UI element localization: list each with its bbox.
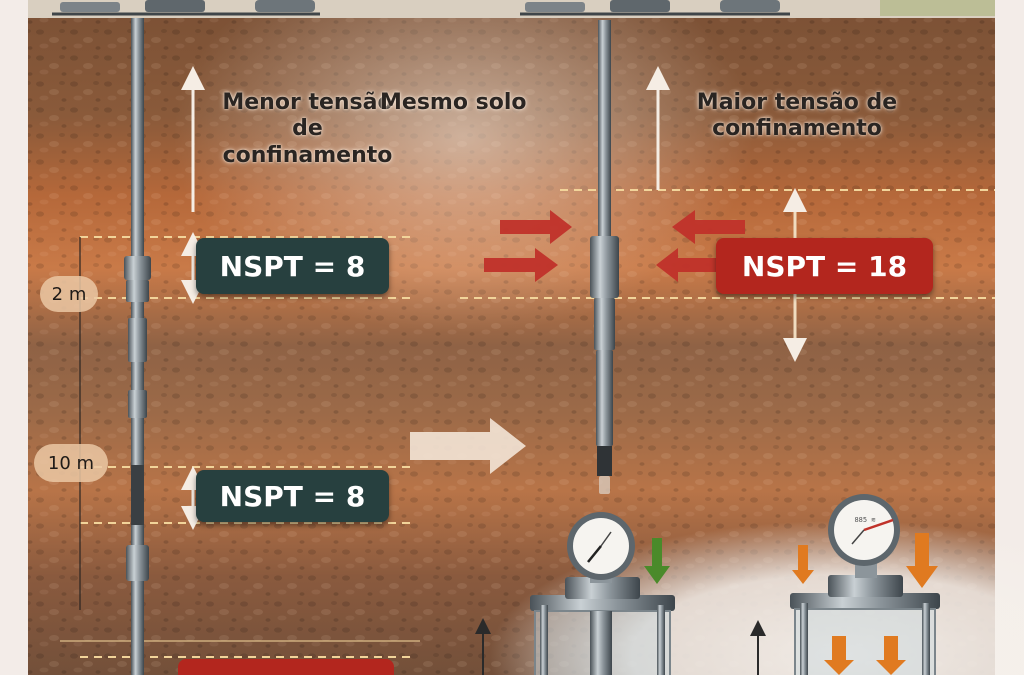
- nspt-badge-left-lower: NSPT = 8: [196, 470, 389, 522]
- drill-rig-left-icon: [52, 0, 320, 16]
- pressure-gauge-left-icon: [567, 512, 635, 580]
- depth-label-10m: 10 m: [34, 444, 108, 482]
- triaxial-cell-right-icon: [790, 560, 940, 675]
- right-heading: Maior tensão de confinamento: [696, 90, 898, 142]
- drill-rod-left-icon: [124, 18, 151, 675]
- depth-label-2m: 2 m: [40, 276, 98, 312]
- nspt-badge-bottom-partial: [178, 659, 394, 675]
- pressure-gauge-right-icon: [828, 494, 900, 566]
- center-heading: Mesmo solo: [380, 90, 527, 115]
- nspt-badge-right: NSPT = 18: [716, 238, 933, 294]
- drill-rig-right-icon: [520, 0, 790, 16]
- nspt-badge-left-upper: NSPT = 8: [196, 238, 389, 294]
- load-arrow-left-icon: [644, 538, 670, 584]
- horizon-lines: [80, 189, 995, 658]
- confinement-arrows: [484, 210, 745, 282]
- gauge-right-face-text: 885 ≋: [854, 516, 876, 524]
- triaxial-cell-left-icon: [530, 573, 675, 675]
- left-heading: Menor tensão de confinamento: [222, 90, 393, 168]
- orange-stress-arrows: [792, 533, 938, 675]
